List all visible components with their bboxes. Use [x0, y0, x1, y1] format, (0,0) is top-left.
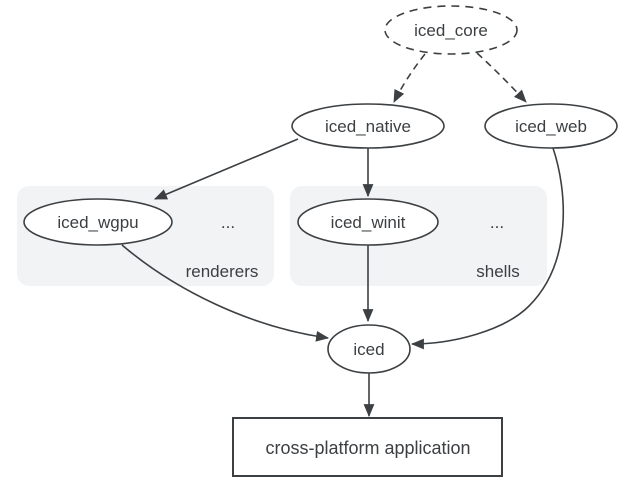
node-iced-native: iced_native — [291, 103, 445, 149]
node-iced-winit: iced_winit — [297, 198, 439, 246]
node-iced-web: iced_web — [484, 103, 618, 149]
edges — [121, 52, 565, 418]
node-iced-native-label: iced_native — [325, 117, 411, 136]
node-iced-native-shape — [291, 103, 445, 149]
node-cross-platform-application: cross-platform application — [232, 417, 503, 477]
node-iced-label: iced — [353, 340, 384, 359]
edge-iced-wgpu-to-iced — [121, 244, 330, 342]
node-iced-winit-label: iced_winit — [331, 213, 406, 232]
node-iced-web-label: iced_web — [515, 117, 587, 136]
edge-iced-native-to-iced-wgpu — [154, 138, 299, 200]
node-iced-shape — [327, 324, 411, 374]
node-iced-winit-shape — [297, 198, 439, 246]
edge-iced-web-to-iced — [410, 147, 565, 350]
group-renderers-ellipsis: ... — [221, 213, 235, 232]
node-iced-wgpu: iced_wgpu — [23, 198, 173, 246]
group-renderers-label: renderers — [186, 262, 259, 281]
node-iced-wgpu-shape — [23, 198, 173, 246]
node-iced-core-label: iced_core — [414, 21, 488, 40]
node-cross-platform-application-shape — [232, 417, 503, 477]
node-iced-core: iced_core — [384, 5, 518, 55]
group-shells-label: shells — [476, 262, 519, 281]
node-iced: iced — [327, 324, 411, 374]
node-iced-wgpu-label: iced_wgpu — [57, 213, 138, 232]
node-iced-core-shape — [384, 5, 518, 55]
group-shells-ellipsis: ... — [490, 213, 504, 232]
edge-iced-core-to-iced-native — [393, 53, 426, 103]
edge-iced-core-to-iced-web — [476, 52, 527, 103]
node-cross-platform-application-label: cross-platform application — [265, 438, 470, 458]
node-iced-web-shape — [484, 103, 618, 149]
